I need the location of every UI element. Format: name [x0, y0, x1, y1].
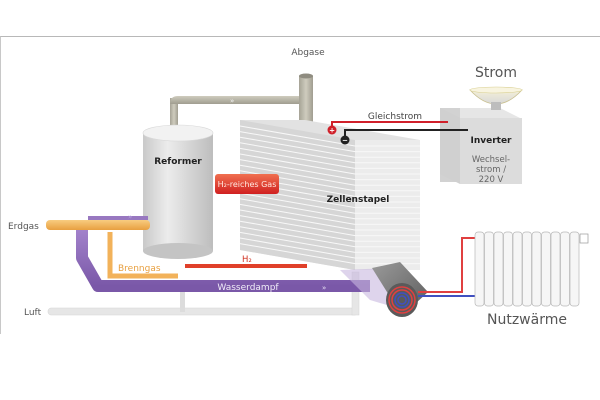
label-wechselstrom-line1: Wechsel-	[472, 155, 510, 165]
label-wasserdampf: Wasserdampf	[217, 283, 279, 293]
stack-plate-line	[239, 226, 356, 248]
label-luft: Luft	[24, 308, 42, 318]
brenngas-pipe	[107, 232, 178, 279]
radiator-fin	[541, 231, 551, 307]
label-wechselstrom-line2: strom /	[476, 165, 506, 175]
stack-plate-line	[239, 231, 356, 253]
stack-plate-line	[239, 237, 356, 259]
stack-plate-line	[239, 192, 356, 214]
heat-exchanger	[340, 262, 428, 317]
stack-plate-line	[239, 153, 356, 175]
flow-arrow-icon: »	[322, 284, 326, 292]
stack-plate-line	[239, 215, 356, 237]
dc-cables: + −	[327, 121, 468, 145]
label-reformer: Reformer	[154, 157, 202, 167]
radiator-fin	[503, 231, 513, 307]
flow-arrow-icon: »	[128, 213, 132, 221]
label-brenngas: Brenngas	[118, 264, 161, 274]
stack-plate-line	[239, 164, 356, 186]
stack-plate-line	[239, 131, 356, 153]
stack-plate-line	[239, 243, 356, 265]
radiator-fin	[474, 231, 485, 307]
radiator-fin	[569, 231, 580, 307]
plus-sign: +	[329, 127, 335, 135]
luft-pipe	[47, 271, 360, 316]
stack-plate-line	[239, 142, 356, 164]
plus-terminal-icon	[327, 125, 337, 135]
label-nutzwaerme: Nutzwärme	[487, 312, 567, 328]
stack-plate-line	[239, 203, 356, 225]
wasserdampf-pipe	[76, 216, 370, 292]
reformer	[142, 124, 214, 259]
stack-plate-line	[239, 136, 356, 158]
abgas-pipe	[170, 73, 313, 134]
stack-plate-line	[239, 125, 356, 147]
stack-plate-line	[239, 220, 356, 242]
label-erdgas: Erdgas	[8, 222, 39, 232]
stack-plate-line	[239, 209, 356, 231]
stack-plate-line	[239, 147, 356, 169]
heating-lines	[418, 237, 475, 297]
diagram-frame	[0, 36, 600, 334]
lamp-icon	[469, 86, 523, 110]
label-zellenstapel: Zellenstapel	[327, 195, 390, 205]
minus-sign: −	[342, 137, 348, 145]
label-wechselstrom-line3: 220 V	[479, 175, 504, 185]
inverter-box	[440, 108, 522, 184]
flow-arrow-icon: »	[230, 97, 234, 105]
zellenstapel	[239, 120, 420, 270]
radiator-fin	[522, 231, 532, 307]
stack-plate-line	[239, 159, 356, 181]
radiator-fin	[531, 231, 542, 307]
label-strom: Strom	[475, 65, 517, 81]
h2-rich-gas-box	[215, 174, 279, 194]
erdgas-pipe	[46, 220, 150, 230]
h2-pipe	[185, 264, 307, 268]
radiator-fin	[484, 231, 494, 307]
label-abgase: Abgase	[291, 48, 325, 58]
radiator	[474, 231, 589, 307]
label-gleichstrom: Gleichstrom	[368, 112, 422, 122]
radiator-fin	[493, 231, 504, 307]
radiator-fin	[512, 231, 523, 307]
label-h2: H₂	[242, 255, 252, 265]
radiator-fin	[550, 231, 561, 307]
minus-terminal-icon	[340, 135, 350, 145]
radiator-valve-icon	[579, 233, 589, 244]
stack-plate-line	[239, 198, 356, 220]
radiator-fin	[560, 231, 570, 307]
label-h2-reiches-gas: H₂-reiches Gas	[218, 180, 277, 189]
label-inverter: Inverter	[470, 136, 512, 146]
